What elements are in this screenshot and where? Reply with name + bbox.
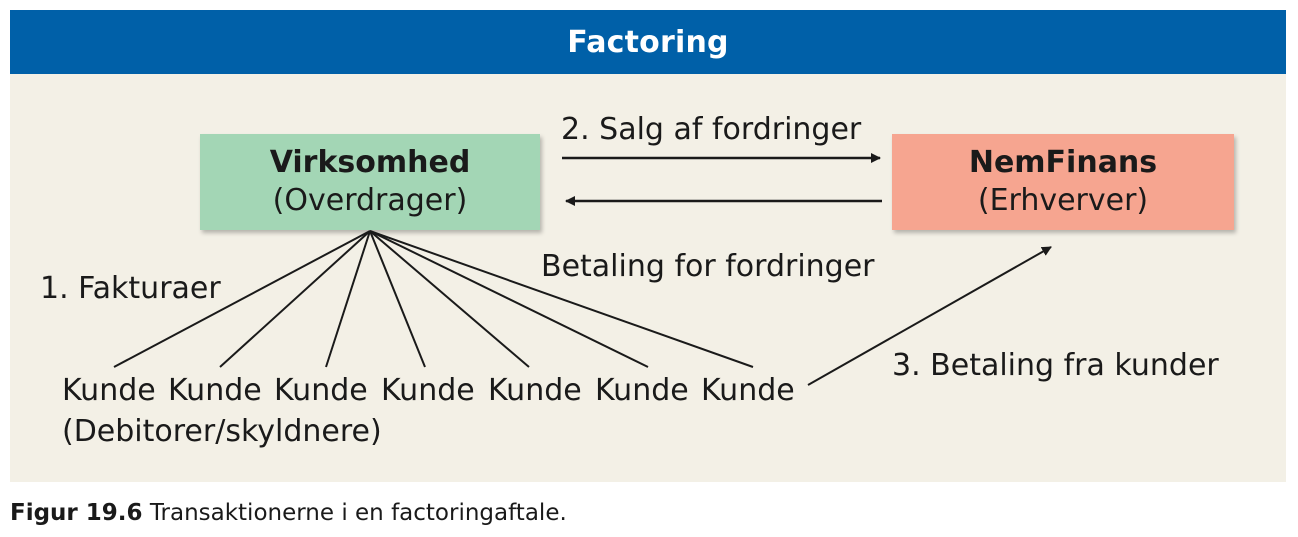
customer-4: Kunde [381,373,475,408]
figure-caption: Figur 19.6 Transaktionerne i en factorin… [10,500,567,526]
customer-5: Kunde [488,373,582,408]
customer-3: Kunde [274,373,368,408]
figure-text: Transaktionerne i en factoringaftale. [149,500,567,526]
payment-from-label: 3. Betaling fra kunder [892,348,1219,383]
figure-number: Figur 19.6 [10,500,143,526]
invoices-label: 1. Fakturaer [40,271,221,306]
connector-lines [113,153,1052,386]
payment-from-arrow [807,246,1052,386]
customer-6: Kunde [595,373,689,408]
customer-2: Kunde [168,373,262,408]
nemfinans-name: NemFinans [968,145,1158,180]
nemfinans-box: NemFinans (Erhverver) [892,134,1234,230]
virksomhed-box: Virksomhed (Overdrager) [200,134,540,230]
nemfinans-role: (Erhverver) [977,183,1149,218]
sale-label: 2. Salg af fordringer [561,112,862,147]
diagram-title: Factoring [10,10,1286,74]
payment-for-label: Betaling for fordringer [541,249,875,284]
diagram-panel: Virksomhed (Overdrager) NemFinans (Erhve… [10,74,1286,482]
invoice-lines [113,230,754,368]
customer-1: Kunde [62,373,156,408]
customer-7: Kunde [701,373,795,408]
virksomhed-name: Virksomhed [269,145,471,180]
customers-group-label: (Debitorer/skyldnere) [62,414,382,449]
virksomhed-role: (Overdrager) [272,183,468,218]
